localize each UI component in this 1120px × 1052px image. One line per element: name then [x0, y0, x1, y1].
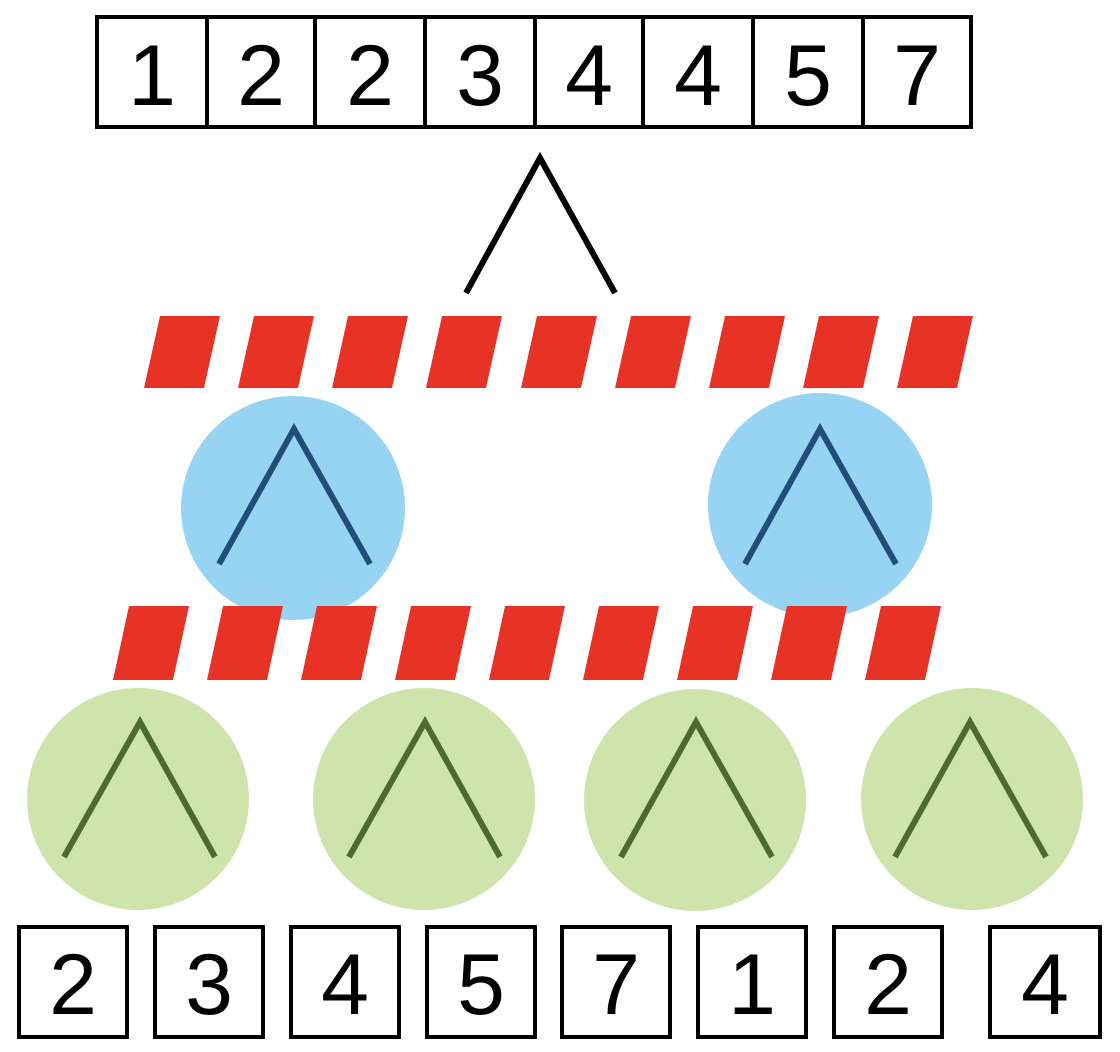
output-cell-4 — [533, 15, 645, 129]
root-merge-operator — [463, 151, 618, 295]
barrier-upper — [144, 316, 973, 388]
input-cell-5 — [696, 925, 808, 1039]
input-cell-7 — [988, 925, 1102, 1039]
output-value-6: 5 — [784, 28, 832, 124]
input-value-2: 4 — [321, 937, 369, 1033]
output-cell-2 — [313, 15, 427, 129]
level1-node-right — [708, 393, 932, 617]
output-values: 1 2 2 3 4 4 5 7 — [128, 28, 941, 124]
input-cell-1 — [153, 925, 265, 1039]
output-value-5: 4 — [674, 28, 722, 124]
output-value-2: 2 — [346, 28, 394, 124]
merge-operator-icon — [216, 422, 373, 566]
merge-operator-icon — [742, 422, 899, 566]
output-value-3: 3 — [456, 28, 504, 124]
input-value-5: 1 — [728, 937, 776, 1033]
input-cell-3 — [425, 925, 537, 1039]
output-value-4: 4 — [565, 28, 613, 124]
input-value-0: 2 — [49, 937, 97, 1033]
input-cell-2 — [289, 925, 401, 1039]
level2-node-3 — [584, 689, 806, 911]
input-values: 2 3 4 5 7 1 2 4 — [49, 937, 1069, 1033]
merge-operator-icon — [346, 715, 503, 859]
input-value-1: 3 — [185, 937, 233, 1033]
merge-operator-icon — [61, 715, 218, 859]
level2-node-4 — [861, 688, 1083, 910]
input-cell-6 — [832, 925, 944, 1039]
input-cell-0 — [17, 925, 129, 1039]
output-cell-7 — [861, 15, 973, 129]
output-cell-0 — [95, 15, 209, 129]
output-value-7: 7 — [893, 28, 941, 124]
output-cell-1 — [205, 15, 317, 129]
merge-operator-icon — [892, 715, 1049, 859]
input-value-6: 2 — [864, 937, 912, 1033]
input-value-4: 7 — [592, 937, 640, 1033]
input-value-3: 5 — [457, 937, 505, 1033]
level1-node-left — [181, 396, 405, 620]
level2-node-1 — [27, 688, 249, 910]
output-value-0: 1 — [128, 28, 176, 124]
input-cell-4 — [560, 925, 672, 1039]
merge-operator-icon — [618, 715, 775, 859]
input-value-7: 4 — [1021, 937, 1069, 1033]
level2-node-2 — [313, 688, 535, 910]
output-array — [95, 15, 973, 129]
output-cell-5 — [641, 15, 755, 129]
output-value-1: 2 — [237, 28, 285, 124]
input-array — [17, 925, 1102, 1039]
output-cell-6 — [751, 15, 865, 129]
barrier-lower — [113, 606, 941, 680]
